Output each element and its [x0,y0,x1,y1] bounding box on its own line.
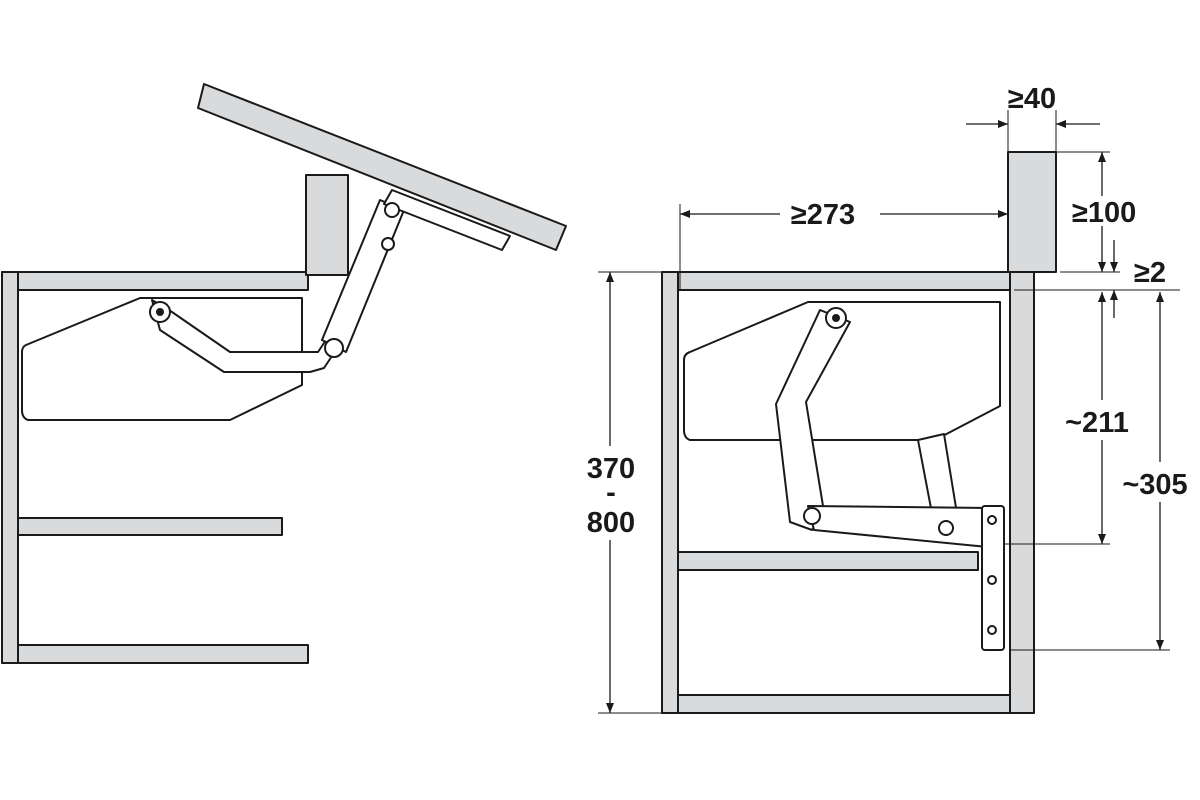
right-cabinet-top-panel [661,271,1011,291]
left-mechanism-housing [21,297,303,421]
label-thickness-min-40: ≥40 [1008,83,1056,115]
left-cabinet-top-panel [1,271,309,291]
right-pivot-top-core [832,314,840,322]
left-cabinet-shelf [17,517,283,536]
right-pivot-lower [803,507,821,525]
left-pivot-arm-hole [381,237,395,251]
left-cabinet-bottom-panel [1,644,309,664]
label-approx-211: ~211 [1065,407,1129,439]
right-lower-arm [807,505,999,549]
left-pivot-upper [384,202,400,218]
right-cabinet-shelf [677,551,979,571]
label-width-min-273: ≥273 [791,199,855,231]
right-pivot-arm-hole [938,520,954,536]
right-cabinet-side-panel [661,271,679,714]
right-view-closed-flap [661,151,1057,714]
right-bracket-hole-1 [987,515,997,525]
left-cabinet-side-panel [1,271,19,664]
label-approx-305: ~305 [1122,469,1187,501]
right-front-panel-stub [1007,151,1057,273]
right-bracket-hole-2 [987,575,997,585]
right-closed-door [1009,271,1035,714]
right-bracket-hole-3 [987,625,997,635]
left-pivot-top-core [156,308,164,316]
label-gap-min-2: ≥2 [1134,257,1166,289]
right-mechanism-housing [683,301,1001,441]
label-height-range-min: 370 [587,453,635,485]
right-cabinet-bottom-panel [661,694,1011,714]
label-height-range-max: 800 [587,507,635,539]
dimension-labels: ≥273 ≥40 ≥100 ≥2 ~211 ~305 370 - 800 [587,83,1188,539]
left-front-panel-stub [305,174,349,276]
dimension-lines [598,110,1180,714]
label-height-min-100: ≥100 [1072,197,1136,229]
left-pivot-elbow [324,338,344,358]
left-view-open-flap [1,83,567,664]
left-opened-flap [197,83,567,251]
left-door-bracket [383,189,511,251]
label-height-range-dash: - [606,477,616,509]
